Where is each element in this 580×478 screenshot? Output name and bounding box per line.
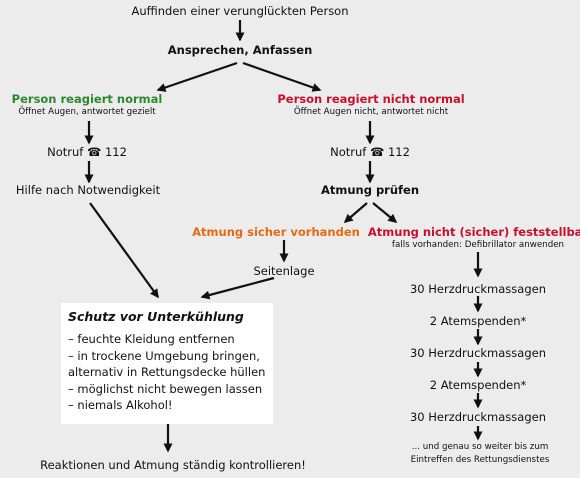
arrow-check-to-breathing-ok [343, 202, 368, 223]
hypothermia-item: – niemals Alkohol! [68, 398, 173, 412]
arrow-check-to-breathing-none [372, 202, 398, 223]
help-as-needed: Hilfe nach Notwendigkeit [15, 183, 161, 197]
abnormal-response-title: Person reagiert nicht normal [277, 92, 465, 106]
continue-hint-line-2: Eintreffen des Rettungsdienstes [410, 455, 550, 465]
chest-compressions-1: 30 Herzdruckmassagen [409, 282, 547, 296]
chest-compressions-2: 30 Herzdruckmassagen [409, 346, 547, 360]
hypothermia-item: – möglichst nicht bewegen lassen [68, 382, 263, 396]
arrow-help-to-protect [89, 202, 159, 299]
hypothermia-title: Schutz vor Unterkühlung [68, 309, 244, 324]
check-breathing: Atmung prüfen [320, 183, 420, 197]
arrow-recovery-to-protect [200, 276, 275, 300]
rescue-breaths-1: 2 Atemspenden* [429, 314, 527, 328]
arrow-contact-to-abnormal [242, 61, 322, 92]
hypothermia-item: – in trockene Umgebung bringen, [68, 349, 260, 363]
abnormal-emergency-call: Notruf ☎ 112 [330, 145, 410, 159]
start-node: Auffinden einer verunglückten Person [131, 4, 349, 18]
arrow-contact-to-normal [156, 61, 238, 92]
continue-hint-line-1: ... und genau so weiter bis zum [411, 442, 549, 452]
hypothermia-item: alternativ in Rettungsdecke hüllen [68, 365, 266, 379]
rescue-breaths-2: 2 Atemspenden* [429, 378, 527, 392]
normal-response-title: Person reagiert normal [11, 92, 163, 106]
monitor-instruction: Reaktionen und Atmung ständig kontrollie… [40, 458, 306, 472]
hypothermia-item: – feuchte Kleidung entfernen [68, 332, 235, 346]
chest-compressions-3: 30 Herzdruckmassagen [409, 410, 547, 424]
defibrillator-hint: falls vorhanden: Defibrillator anwenden [391, 240, 565, 250]
breathing-present-title: Atmung sicher vorhanden [192, 225, 360, 239]
contact-node: Ansprechen, Anfassen [167, 43, 313, 57]
hypothermia-protection-box: Schutz vor Unterkühlung – feuchte Kleidu… [61, 303, 273, 424]
normal-response-detail: Öffnet Augen, antwortet gezielt [18, 107, 156, 117]
breathing-absent-title: Atmung nicht (sicher) feststellbar [367, 225, 580, 239]
normal-emergency-call: Notruf ☎ 112 [47, 145, 127, 159]
abnormal-response-detail: Öffnet Augen nicht, antwortet nicht [293, 107, 449, 117]
recovery-position: Seitenlage [253, 264, 315, 278]
